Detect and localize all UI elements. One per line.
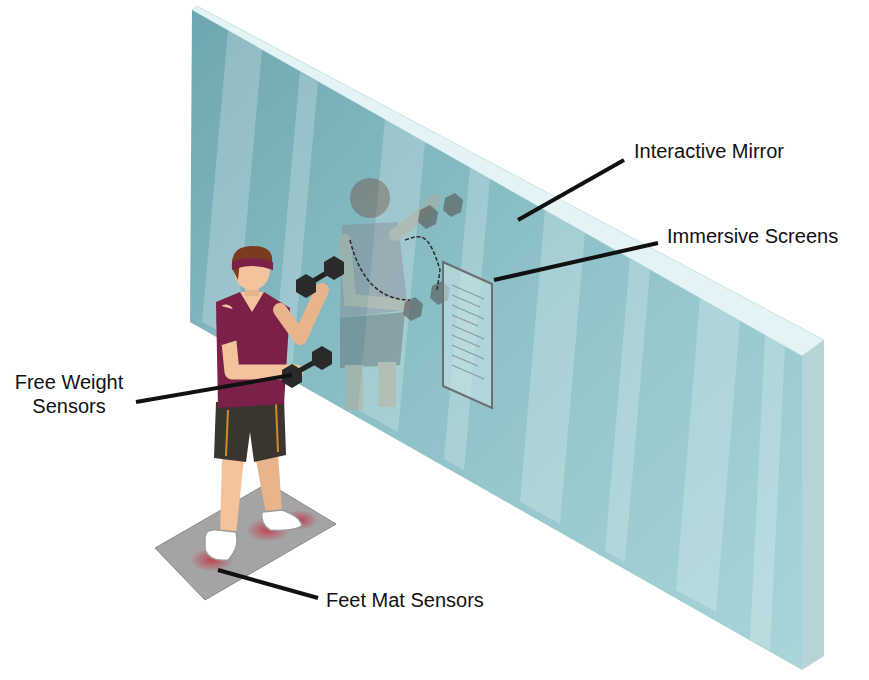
wall-side (802, 340, 824, 670)
mirror-stripes (202, 30, 785, 650)
screen-panel (443, 262, 492, 408)
leader-line (136, 375, 292, 402)
callout-label: Free Weight Sensors (4, 370, 134, 418)
person (205, 246, 322, 560)
feet-mat (155, 483, 336, 600)
leader-line (218, 570, 318, 598)
leader-line (518, 160, 624, 220)
dumbbell (296, 256, 344, 298)
leader-line (494, 243, 658, 280)
dumbbell (282, 346, 332, 388)
callout-label: Immersive Screens (667, 224, 838, 248)
callout-label: Feet Mat Sensors (326, 588, 484, 612)
mirror-face (190, 10, 802, 670)
callout-label: Interactive Mirror (634, 139, 784, 163)
motion-trace (350, 237, 440, 300)
screen-lines (452, 285, 484, 379)
